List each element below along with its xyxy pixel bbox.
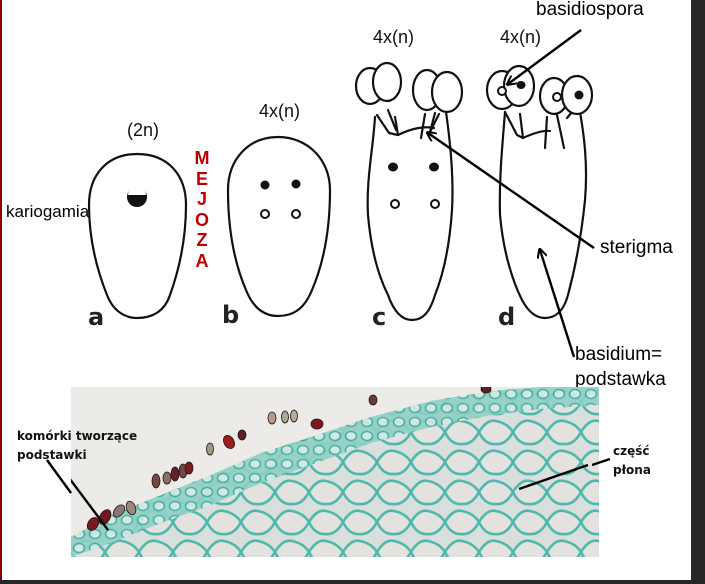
label-thallus-part: część płona (613, 444, 651, 477)
nuclei (127, 81, 584, 219)
pointer-line-left-margin (46, 459, 72, 494)
meiosis-label: M E J O Z A (194, 148, 210, 271)
cell-a-outline (87, 152, 188, 320)
pointer-line-left (71, 478, 109, 531)
pointer-line-right (518, 463, 589, 491)
arrow-basidium (540, 250, 576, 358)
stage-letter-d: d (498, 303, 516, 331)
cell-c-outline (366, 110, 454, 322)
arrow-basidiospora (508, 29, 582, 84)
arrow-sterigma (428, 133, 595, 249)
slide: (2n) 4x(n) 4x(n) 4x(n) kariogamia basidi… (0, 0, 691, 580)
label-kariogamia: kariogamia (6, 202, 90, 221)
ploidy-label-a: (2n) (127, 120, 160, 140)
ploidy-label-b: 4x(n) (259, 101, 301, 121)
label-basidiospora: basidiospora (536, 0, 644, 20)
stage-letter-c: c (372, 303, 387, 331)
cell-d-outline (498, 110, 588, 320)
ploidy-label-c: 4x(n) (373, 27, 415, 47)
micrograph-image (71, 387, 599, 557)
ploidy-label-d: 4x(n) (500, 27, 542, 47)
pointer-line-right-margin (592, 457, 611, 467)
label-sterigma: sterigma (600, 237, 673, 258)
stage-letter-a: a (88, 303, 105, 331)
stage-letter-b: b (222, 301, 240, 329)
micrograph-photo (71, 387, 599, 557)
label-basidium: basidium= (575, 344, 663, 365)
label-podstawka: podstawka (575, 369, 666, 390)
cell-b-outline (226, 135, 332, 318)
label-basidia-forming-cells: komórki tworzące podstawki (17, 429, 138, 462)
basidium-diagram (87, 29, 595, 358)
